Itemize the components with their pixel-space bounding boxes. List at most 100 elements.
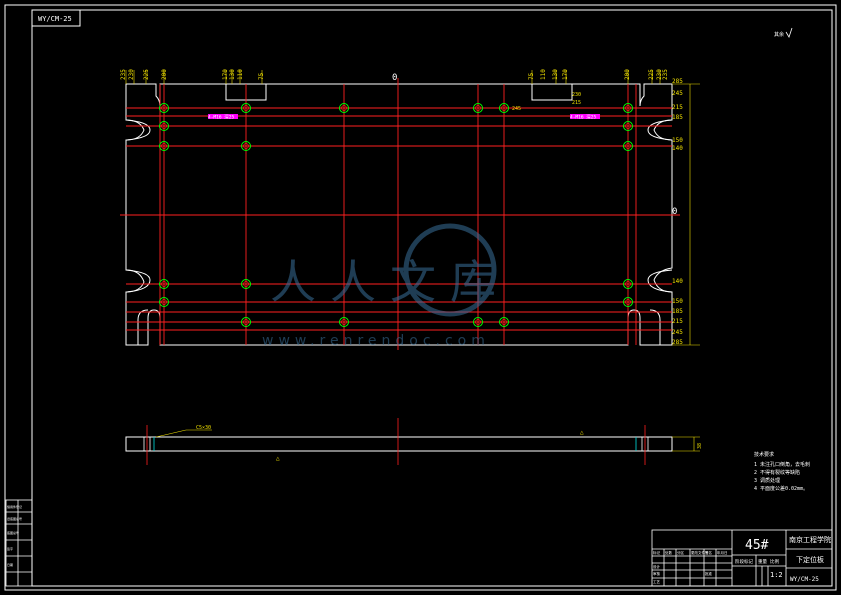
dim-right-bottom-5: 245 — [672, 329, 683, 336]
dim-top-4: 200 — [161, 69, 168, 80]
strip-label-3: 底图总号 — [7, 530, 19, 535]
side-view: 38 C5×30 △ △ — [125, 418, 703, 465]
dim-right-top-4: 185 — [672, 114, 683, 121]
left-strip — [5, 499, 33, 587]
strip-label-1: 借用件登记 — [7, 504, 22, 509]
tb-label-4: 更改文件号 — [691, 550, 709, 555]
company-name: 南京工程学院 — [789, 535, 831, 544]
tb-label-review: 审核 — [653, 571, 661, 576]
dim-right-top-3: 215 — [672, 104, 683, 111]
watermark-logo-icon — [403, 223, 497, 317]
dim-top-17: 235 — [662, 69, 669, 80]
dim-right-bottom-1: 140 — [672, 278, 683, 285]
scale-label: 比例 — [770, 558, 779, 565]
material-label: 45# — [745, 538, 769, 553]
weight-label: 重量 — [758, 558, 767, 565]
dim-top-16: 230 — [656, 69, 663, 80]
strip-label-4: 签字 — [7, 546, 13, 551]
dim-top-11: 110 — [540, 69, 547, 80]
dim-top-3: 225 — [143, 69, 150, 80]
thread-note-left-bg — [208, 114, 238, 119]
slot-right-bottom — [647, 269, 673, 293]
side-chamfer-note: C5×30 — [196, 425, 211, 431]
plate-outline — [125, 83, 673, 346]
dim-top-14: 200 — [624, 69, 631, 80]
zero-label-top: 0 — [392, 73, 397, 83]
tech-note-1: 1 未注孔口倒角，去毛刺 — [754, 461, 810, 468]
dim-top-15: 225 — [648, 69, 655, 80]
dim-right-top-6: 140 — [672, 145, 683, 152]
dim-top-12: 130 — [552, 69, 559, 80]
left-strip-text: 借用件登记 旧底图总号 底图总号 签字 日期 — [7, 504, 22, 567]
dim-top-10: 75 — [528, 72, 535, 80]
tb-label-approve: 批准 — [705, 571, 713, 576]
strip-label-5: 日期 — [7, 562, 13, 567]
dim-inner-1: 245 — [512, 106, 521, 112]
holes — [159, 103, 633, 327]
dim-right-top-5: 150 — [672, 137, 683, 144]
dim-top-2: 230 — [128, 69, 135, 80]
side-center-note: △ — [276, 455, 280, 462]
inner-dimensions: 245 230 215 — [512, 92, 581, 112]
slot-left-top — [125, 119, 151, 141]
dim-top-13: 170 — [562, 69, 569, 80]
slot-bottom-left — [137, 309, 149, 345]
dim-top-7: 110 — [237, 69, 244, 80]
tech-notes-title: 技术要求 — [754, 451, 774, 458]
drawing-code-top: WY/CM-25 — [38, 15, 72, 23]
top-dimensions: 235 230 225 200 170 130 110 75 0 75 110 … — [120, 69, 669, 83]
dim-top-6: 130 — [229, 69, 236, 80]
tb-label-design: 设计 — [653, 564, 661, 569]
zero-label-right: 0 — [672, 207, 677, 217]
tech-note-2: 2 不得有裂纹等缺陷 — [754, 469, 800, 476]
scale-value: 1:2 — [770, 571, 783, 579]
tb-label-3: 分区 — [677, 550, 685, 555]
dim-inner-2: 230 — [572, 92, 581, 98]
slot-left-bottom — [125, 269, 151, 293]
watermark-text: 人人文库 — [270, 255, 510, 309]
strip-label-2: 旧底图总号 — [7, 516, 22, 521]
tech-note-4: 4 平面度公差0.02mm。 — [754, 485, 808, 492]
tb-label-process: 工艺 — [653, 579, 661, 584]
title-block — [651, 529, 833, 587]
side-height-label: 38 — [697, 443, 703, 449]
tb-label-1: 标记 — [653, 550, 661, 555]
slot-bottom-right — [649, 309, 661, 345]
dim-right-bottom-6: 285 — [672, 339, 683, 346]
dim-right-top-1: 285 — [672, 78, 683, 85]
right-dimensions: 285 245 215 185 150 140 140 150 185 215 … — [672, 78, 683, 346]
side-right-note: △ — [580, 429, 584, 436]
title-block-text: 45# 南京工程学院 下定位板 WY/CM-25 阶段标记 重量 比例 1:2 … — [653, 535, 831, 584]
watermark: 人人文库 www.renrendoc.com — [262, 223, 510, 349]
dim-right-bottom-2: 150 — [672, 298, 683, 305]
plan-view: 235 230 225 200 170 130 110 75 0 75 110 … — [120, 69, 700, 350]
notch-top-right — [531, 84, 573, 101]
code-box — [31, 9, 81, 27]
drawing-number: WY/CM-25 — [790, 576, 819, 583]
watermark-url: www.renrendoc.com — [262, 333, 490, 349]
stage-label: 阶段标记 — [735, 558, 753, 565]
thread-note-right-bg — [570, 114, 600, 119]
thread-note-right: 4-M16 深25 — [570, 114, 596, 121]
roughness-icon — [785, 27, 793, 38]
tech-note-3: 3 调质处理 — [754, 477, 780, 484]
tb-label-2: 处数 — [665, 550, 673, 555]
inner-frame — [31, 9, 833, 587]
tb-label-6: 年月日 — [717, 550, 728, 555]
tb-label-5: 签名 — [705, 550, 712, 555]
dimension-lines — [125, 70, 700, 346]
outer-frame — [4, 4, 837, 591]
dim-top-5: 170 — [222, 69, 229, 80]
side-outline — [125, 436, 673, 452]
dim-right-bottom-4: 215 — [672, 318, 683, 325]
tech-notes: 技术要求 1 未注孔口倒角，去毛刺 2 不得有裂纹等缺陷 3 调质处理 4 平面… — [754, 451, 810, 492]
dim-right-bottom-3: 185 — [672, 308, 683, 315]
roughness-note: 其余 — [774, 31, 784, 38]
dim-inner-3: 215 — [572, 100, 581, 106]
thread-note-left: 4-M16 深25 — [208, 114, 234, 121]
slot-right-top — [647, 119, 673, 141]
dim-top-8: 75 — [258, 72, 265, 80]
dim-right-top-2: 245 — [672, 90, 683, 97]
dim-top-1: 235 — [120, 69, 127, 80]
